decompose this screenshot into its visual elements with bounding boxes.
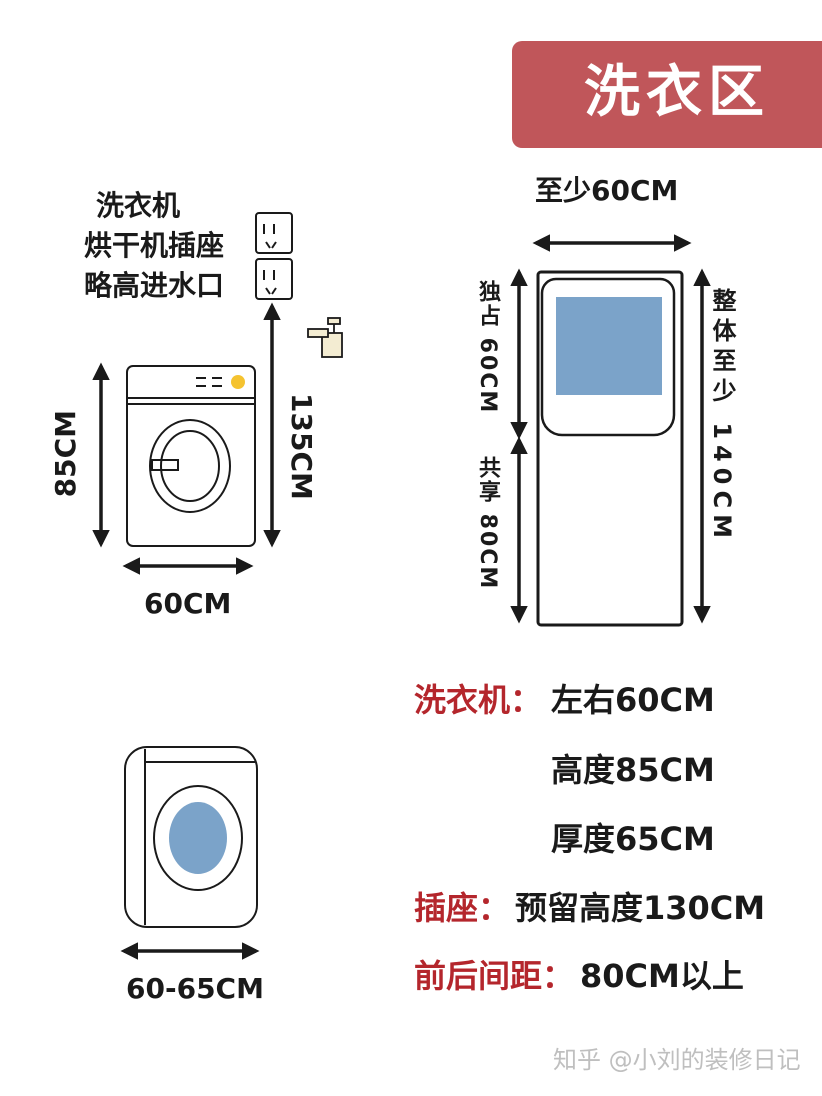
dim-width-60: 60CM [144,587,232,620]
dim-height-135: 135CM [285,393,318,500]
spec-socket-value: 预留高度130CM [515,889,766,927]
dim-shared-80: 共享 80CM [475,456,500,591]
floor-plan-drawing [536,270,684,627]
dim-height-85: 85CM [49,410,82,498]
washer-front-drawing [126,365,256,547]
spec-socket-key: 插座： [414,889,511,927]
spec-gap-value: 80CM以上 [580,957,744,995]
washer-side-drawing [124,746,258,928]
spec-washer-depth: 厚度65CM [551,820,715,858]
dim-total-140: 整体至少 140CM [708,288,736,544]
dim-width-range: 60-65CM [126,972,264,1005]
section-title: 洗衣区 [584,59,770,125]
socket-icon [255,212,293,254]
dim-solo-60: 独占 60CM [475,280,500,415]
spec-washer-key: 洗衣机： [414,681,543,719]
watermark: 知乎 @小刘的装修日记 [553,1046,801,1074]
spec-gap-key: 前后间距： [414,957,575,995]
label-dryer-socket: 烘干机插座 [84,229,225,262]
section-banner [512,41,822,148]
dim-width-min: 至少60CM [535,174,679,207]
label-washer: 洗衣机 [96,189,181,222]
spec-washer-width: 左右60CM [551,681,715,719]
label-water-inlet: 略高进水口 [84,269,225,302]
socket-icon [255,258,293,300]
faucet-icon [307,317,343,358]
spec-washer-height: 高度85CM [551,751,715,789]
